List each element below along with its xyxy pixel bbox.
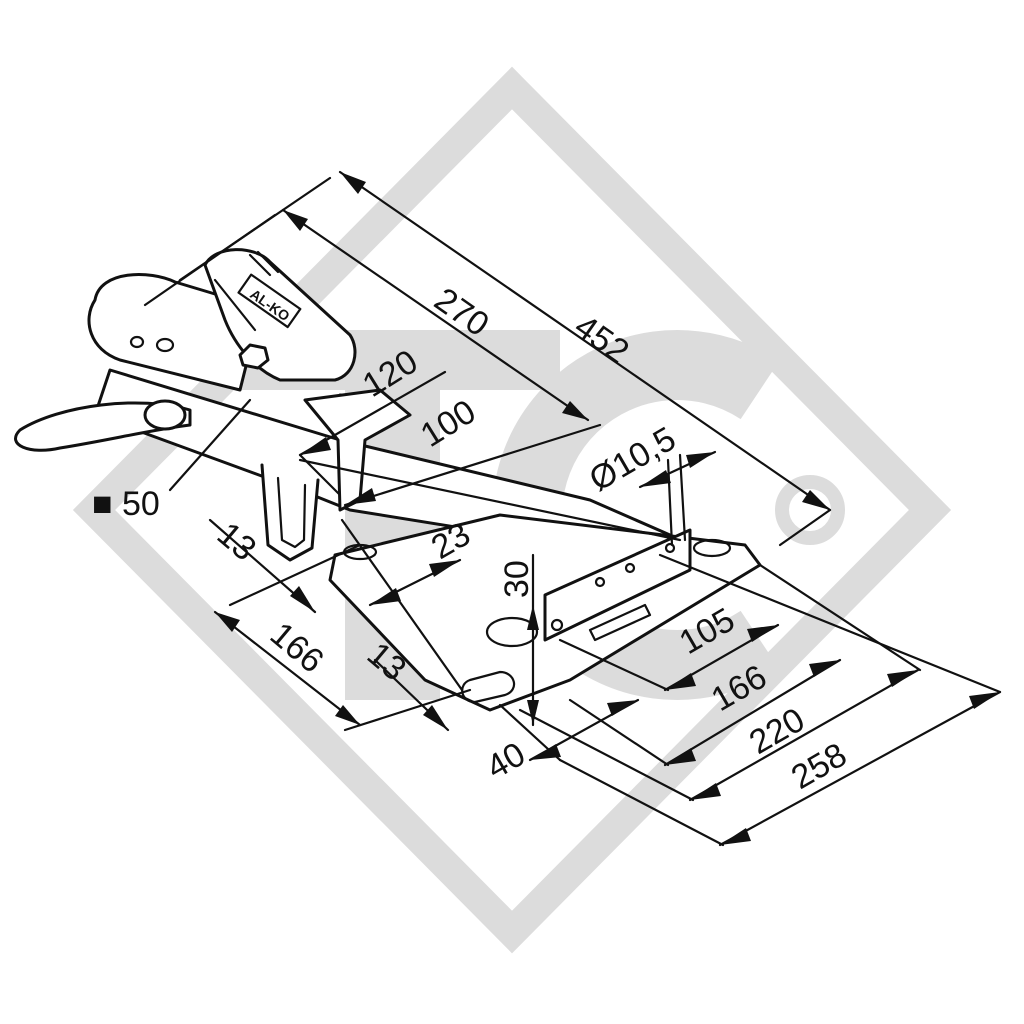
arrowhead bbox=[665, 748, 696, 765]
arrowhead bbox=[423, 705, 448, 730]
mount-slot bbox=[461, 670, 516, 704]
arrowhead bbox=[562, 401, 588, 420]
arrowhead bbox=[640, 470, 671, 487]
arrowhead bbox=[809, 660, 840, 677]
arrowhead bbox=[969, 692, 1000, 709]
arrowhead bbox=[345, 488, 376, 505]
center-hole bbox=[485, 616, 539, 648]
arrowhead bbox=[527, 605, 539, 630]
support-bracket bbox=[260, 463, 320, 562]
arrowhead bbox=[429, 560, 460, 577]
dim-30: 30 bbox=[498, 560, 536, 598]
arrowhead bbox=[802, 490, 830, 510]
arrowhead bbox=[290, 586, 315, 612]
arrowhead bbox=[747, 625, 778, 642]
dim-220: 220 bbox=[743, 701, 811, 762]
arrowhead bbox=[335, 705, 360, 725]
arrowhead bbox=[283, 210, 308, 231]
arrowheads bbox=[215, 172, 1000, 845]
arrowhead bbox=[887, 670, 918, 687]
arrowhead bbox=[300, 437, 331, 455]
arrowhead bbox=[607, 700, 638, 716]
arrowhead bbox=[215, 612, 240, 632]
arrowhead bbox=[530, 744, 561, 760]
coupling-assembly: AL-KO bbox=[14, 248, 672, 562]
watermark-registered-mark bbox=[775, 475, 845, 545]
mount-slot bbox=[692, 538, 732, 558]
logo-plate bbox=[237, 273, 302, 329]
arrowhead bbox=[665, 673, 696, 690]
dim-258: 258 bbox=[785, 736, 853, 797]
arrowhead bbox=[720, 828, 751, 845]
arrowhead bbox=[686, 452, 715, 468]
dim-50: ■ 50 bbox=[92, 485, 160, 523]
arrowhead bbox=[527, 700, 539, 725]
saddle-bracket bbox=[303, 388, 412, 512]
dimension-lines bbox=[143, 170, 1002, 847]
arrowhead bbox=[690, 783, 721, 800]
arrowhead bbox=[340, 172, 366, 194]
arrowhead bbox=[370, 588, 401, 605]
dim-40: 40 bbox=[480, 735, 532, 787]
side-flange bbox=[543, 528, 692, 642]
bolt-icon bbox=[238, 343, 270, 370]
